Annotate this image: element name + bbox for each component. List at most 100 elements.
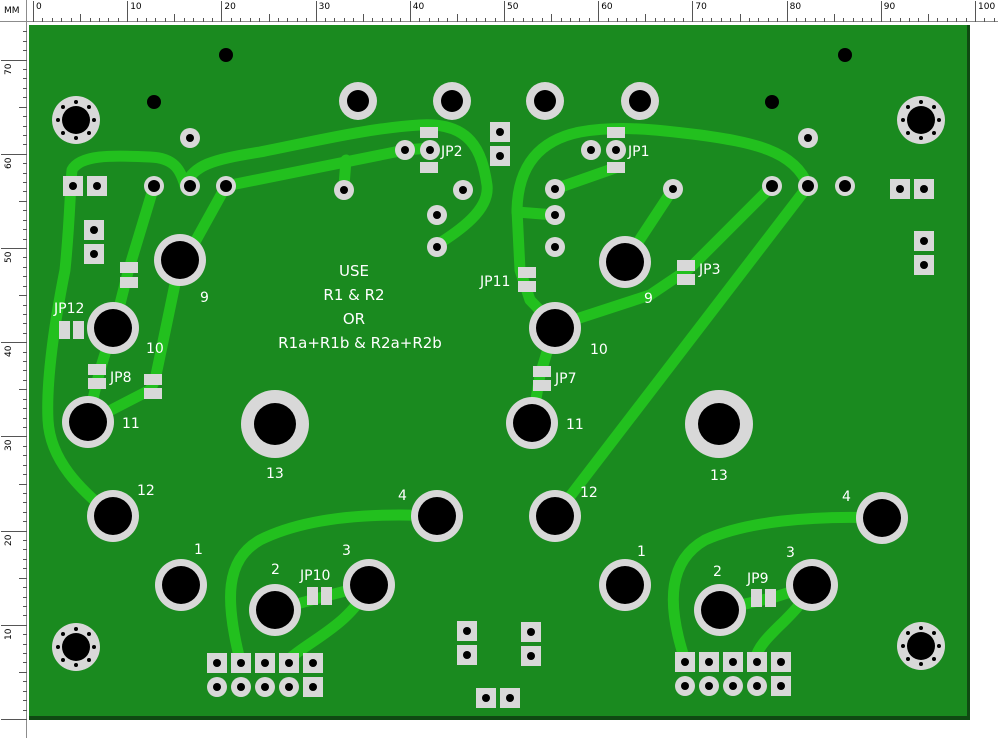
ruler-top-tick [975,1,976,22]
label-jp12: JP12 [53,301,84,317]
ruler-top-tick [607,18,609,22]
ruler-left-tick [23,398,27,400]
ruler-top-tick [174,14,176,22]
ruler-top-tick [739,14,741,22]
ruler-left-tick [23,351,27,353]
label-left-3: 3 [342,543,351,559]
ruler-top-tick [560,18,562,22]
ruler-left-tick [23,50,27,52]
ruler-top-tick [617,18,619,22]
ruler-top-label: 100 [978,2,996,12]
ruler-top-tick [598,1,600,22]
label-right-10: 10 [590,342,608,358]
ruler-top-tick [428,18,430,22]
ruler-left-tick [23,40,27,42]
note-r1a-r2a: R1a+R1b & R2a+R2b [278,334,442,352]
ruler-top-tick [362,14,364,22]
ruler-left-tick [23,191,27,193]
ruler-top-tick [146,18,148,22]
ruler-top-tick [211,18,213,22]
ruler-top-tick [334,18,336,22]
ruler-left-tick [23,521,27,523]
ruler-left-tick [23,163,27,165]
ruler-top-tick [42,18,44,22]
ruler-top-tick [221,1,223,22]
ruler-left-tick [23,568,27,570]
jumper-smd-pads [59,127,776,607]
ruler-top-tick [777,18,779,22]
ruler-left-tick [23,511,27,513]
ruler-left-tick [23,97,27,99]
label-jp10: JP10 [299,568,330,584]
ruler-left-label: 20 [4,534,14,546]
ruler-top-tick [890,18,892,22]
mounting-holes [52,48,945,671]
ruler-top-tick [880,1,882,22]
ruler-left-tick [23,492,27,494]
ruler-top-tick [193,18,195,22]
ruler-top-tick [588,18,590,22]
ruler-left-tick [19,577,27,579]
ruler-left-tick [19,483,27,485]
ruler-top-tick [984,18,986,22]
ruler-left-tick [19,200,27,202]
ruler-top-tick [306,18,308,22]
ruler-left-tick [23,370,27,372]
label-jp3: JP3 [698,262,720,278]
ruler-top-tick [871,18,873,22]
mount-hole-tl [52,96,100,144]
label-jp9: JP9 [746,571,768,587]
ruler-top-tick [645,14,647,22]
ruler-top-tick [843,18,845,22]
label-right-13: 13 [710,468,728,484]
ruler-top-tick [33,1,34,22]
ruler-top-tick [456,14,458,22]
ruler-left-tick [1,436,27,438]
ruler-top-tick [89,18,91,22]
ruler-corner: MM [0,0,27,22]
ruler-top-tick [946,18,948,22]
ruler-top-tick [240,18,242,22]
ruler-left-tick [23,426,27,428]
ruler-top-tick [551,14,553,22]
ruler-top-tick [277,18,279,22]
ruler-left-tick [23,709,27,711]
ruler-top-tick [372,18,374,22]
ruler-top-tick [155,18,157,22]
ruler-top-label: 30 [318,2,331,12]
ruler-left-tick [23,615,27,617]
ruler-top-tick [579,18,581,22]
ruler-left-tick [19,295,27,297]
ruler-top-tick [513,18,515,22]
ruler-left-tick [23,313,27,315]
ruler-top-tick [51,18,53,22]
ruler-left-tick [23,587,27,589]
ruler-top-tick [249,18,251,22]
ruler-left-tick [23,219,27,221]
ruler-top-tick [494,18,496,22]
ruler-top-tick [390,18,392,22]
label-left-13: 13 [266,466,284,482]
mount-hole-bl [52,623,100,671]
ruler-left-tick [23,229,27,231]
ruler-top-tick [767,18,769,22]
ruler-top-tick [748,18,750,22]
ruler-left-tick [1,530,27,532]
ruler-top-label: 80 [789,2,802,12]
ruler-top-label: 40 [412,2,425,12]
ruler-left-label: 40 [4,345,14,358]
ruler-left-tick [23,455,27,457]
ruler-left-tick [23,634,27,636]
mount-hole-br [897,622,945,670]
ruler-top-tick [80,14,82,22]
ruler-top-tick [183,18,185,22]
ruler-left-tick [23,182,27,184]
label-right-12: 12 [580,485,598,501]
ruler-left-tick [23,238,27,240]
ruler-top-tick [993,18,995,22]
ruler-left-tick [23,662,27,664]
ruler-top-label: 60 [601,2,613,12]
